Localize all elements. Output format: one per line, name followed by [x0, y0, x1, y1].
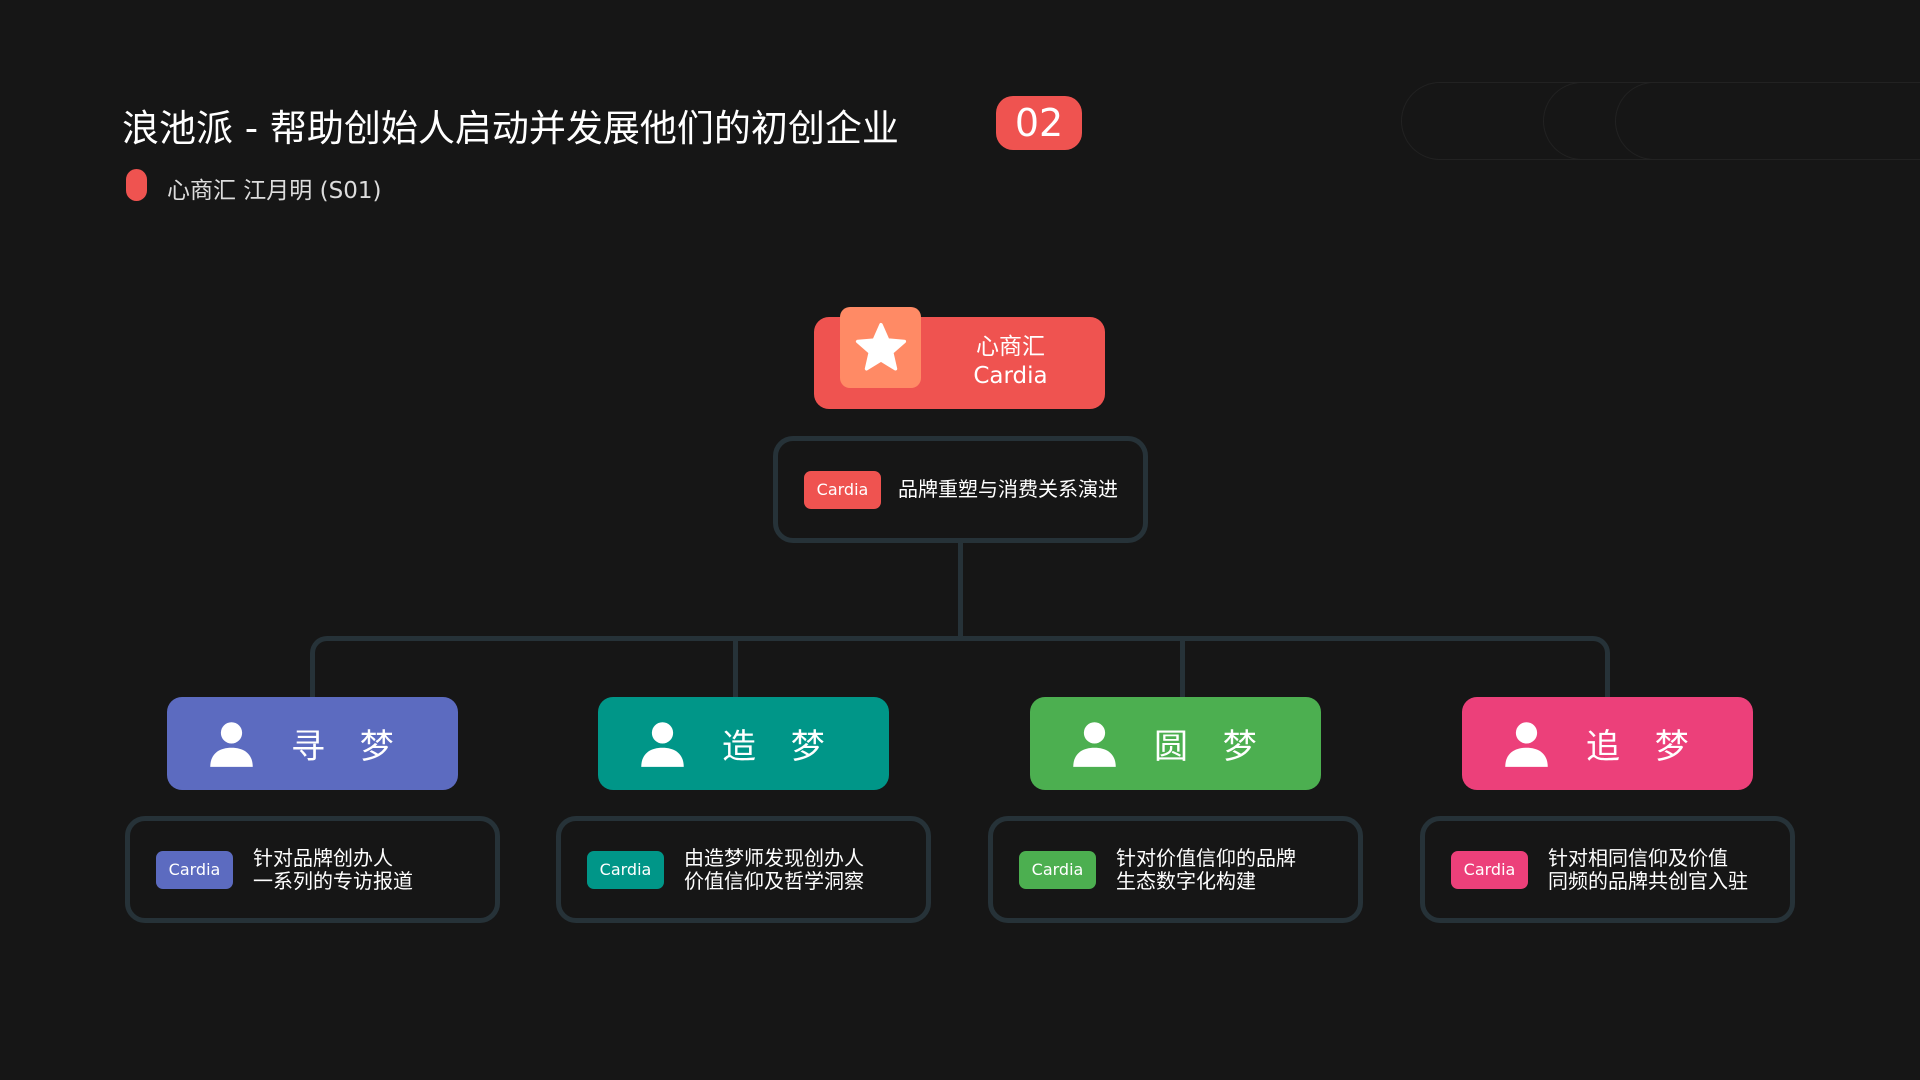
branch-card: 寻 梦 — [167, 697, 458, 790]
connector — [1180, 637, 1185, 697]
user-icon — [1073, 722, 1116, 767]
branch-card: 造 梦 — [598, 697, 889, 790]
center-text: 品牌重塑与消费关系演进 — [898, 477, 1118, 501]
description-line: 针对相同信仰及价值 — [1548, 845, 1728, 870]
tag-badge: Cardia — [587, 850, 664, 889]
tag-badge: Cardia — [1451, 850, 1528, 889]
decorative-outline — [1615, 82, 1920, 160]
center-node: Cardia 品牌重塑与消费关系演进 — [773, 436, 1148, 543]
star-icon — [840, 307, 921, 388]
description-line: 针对品牌创办人 — [253, 845, 393, 870]
subtitle: 心商汇 江月明 (S01) — [167, 178, 382, 204]
branch-title: 造 梦 — [722, 727, 837, 767]
root-subtitle: Cardia — [973, 363, 1048, 389]
branch-description-box: Cardia 针对品牌创办人 一系列的专访报道 — [125, 816, 500, 923]
description-line: 价值信仰及哲学洞察 — [684, 868, 864, 893]
branch-title: 寻 梦 — [291, 727, 406, 767]
tag-badge: Cardia — [1019, 850, 1096, 889]
branch-description-box: Cardia 针对相同信仰及价值 同频的品牌共创官入驻 — [1420, 816, 1795, 923]
branch-title: 追 梦 — [1586, 727, 1701, 767]
user-icon — [210, 722, 253, 767]
branch-card: 圆 梦 — [1030, 697, 1321, 790]
description-line: 一系列的专访报道 — [253, 868, 413, 893]
connector — [310, 636, 1610, 697]
root-label: 心商汇 Cardia — [931, 333, 1090, 391]
tag-badge: Cardia — [804, 470, 881, 509]
description-line: 生态数字化构建 — [1116, 868, 1256, 893]
description-line: 针对价值信仰的品牌 — [1116, 845, 1296, 870]
accent-marker — [126, 169, 147, 201]
branch-description-box: Cardia 针对价值信仰的品牌 生态数字化构建 — [988, 816, 1363, 923]
connector — [733, 637, 738, 697]
connector — [958, 539, 963, 637]
branch-description-box: Cardia 由造梦师发现创办人 价值信仰及哲学洞察 — [556, 816, 931, 923]
branch-card: 追 梦 — [1462, 697, 1753, 790]
description-line: 由造梦师发现创办人 — [684, 845, 864, 870]
tag-badge: Cardia — [156, 850, 233, 889]
description-line: 同频的品牌共创官入驻 — [1548, 868, 1748, 893]
user-icon — [1505, 722, 1548, 767]
root-title: 心商汇 — [976, 334, 1045, 360]
branch-title: 圆 梦 — [1154, 727, 1269, 767]
slide-number-badge: 02 — [996, 96, 1082, 150]
page-title: 浪池派 - 帮助创始人启动并发展他们的初创企业 — [122, 107, 899, 150]
user-icon — [641, 722, 684, 767]
